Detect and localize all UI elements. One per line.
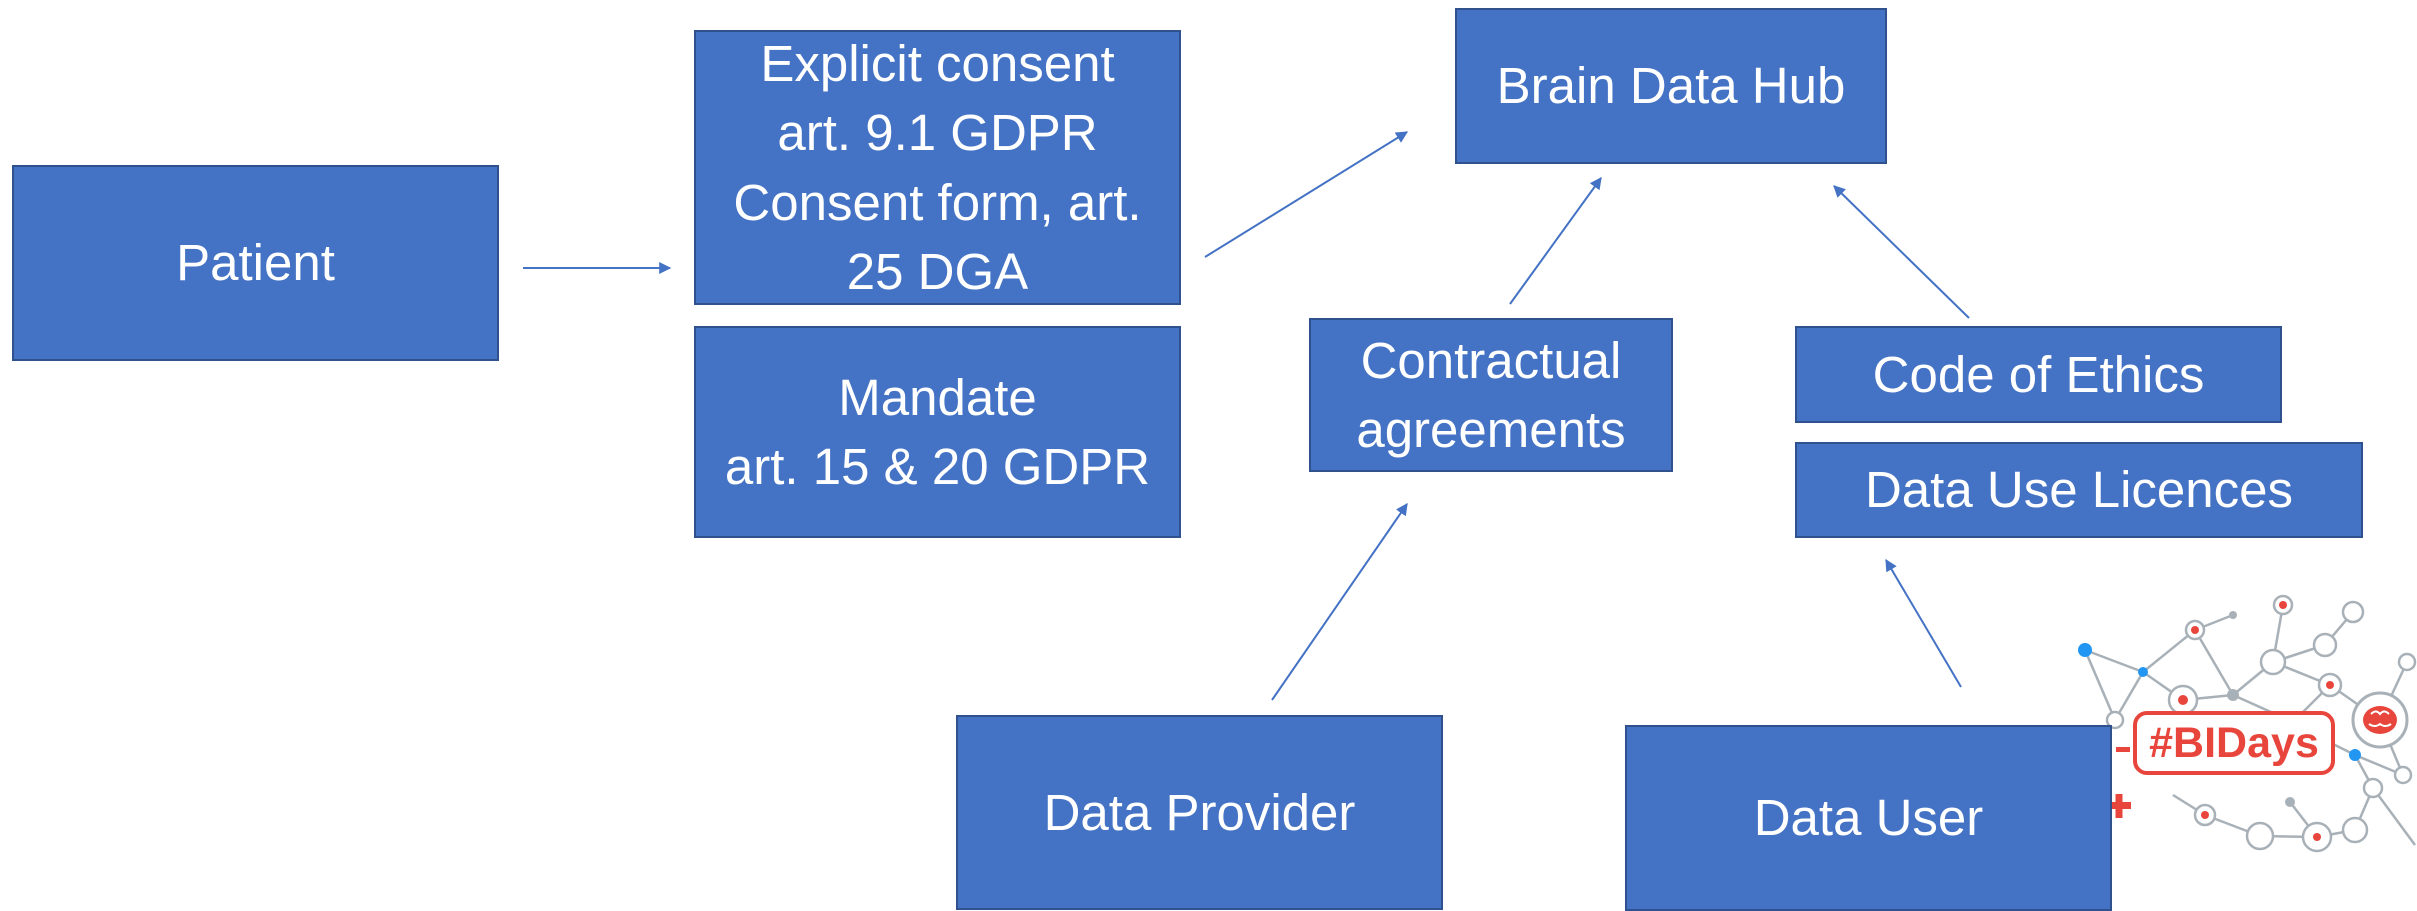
node-brain-data-hub: Brain Data Hub: [1455, 8, 1887, 164]
node-user-label: Data User: [1753, 789, 1984, 847]
arrow-user-to-licences: [1885, 558, 1962, 688]
arrow-contractual-to-hub: [1509, 177, 1602, 305]
arrow-ethics-to-hub: [1833, 185, 1970, 319]
node-data-provider: Data Provider: [956, 715, 1443, 910]
node-patient: Patient: [12, 165, 499, 361]
node-consent-line-1: Explicit consent: [760, 34, 1115, 92]
node-data-use-licences: Data Use Licences: [1795, 442, 2363, 538]
node-consent-line-3: Consent form, art.: [733, 173, 1142, 231]
arrow-consent-to-hub: [1204, 131, 1409, 258]
node-provider-label: Data Provider: [1043, 783, 1356, 841]
bidays-hashtag-text: #BIDays: [2149, 718, 2319, 767]
node-mandate-line-1: Mandate: [838, 368, 1037, 426]
node-licences-label: Data Use Licences: [1864, 461, 2294, 519]
node-data-user: Data User: [1625, 725, 2112, 911]
node-contractual-agreements: Contractual agreements: [1309, 318, 1673, 472]
node-code-of-ethics: Code of Ethics: [1795, 326, 2282, 423]
node-patient-label: Patient: [176, 234, 335, 292]
node-mandate-line-2: art. 15 & 20 GDPR: [724, 438, 1151, 495]
node-mandate: Mandate art. 15 & 20 GDPR: [694, 326, 1181, 538]
node-contractual-line-2: agreements: [1356, 401, 1626, 458]
node-explicit-consent: Explicit consent art. 9.1 GDPR Consent f…: [694, 30, 1181, 305]
node-contractual-line-1: Contractual: [1360, 331, 1622, 389]
node-hub-label: Brain Data Hub: [1496, 57, 1846, 115]
node-consent-line-4: 25 DGA: [846, 242, 1029, 300]
bidays-hashtag-badge: #BIDays: [2133, 711, 2335, 775]
arrow-provider-to-contractual: [1271, 503, 1408, 701]
node-consent-line-2: art. 9.1 GDPR: [777, 104, 1098, 162]
node-ethics-label: Code of Ethics: [1872, 345, 2205, 403]
